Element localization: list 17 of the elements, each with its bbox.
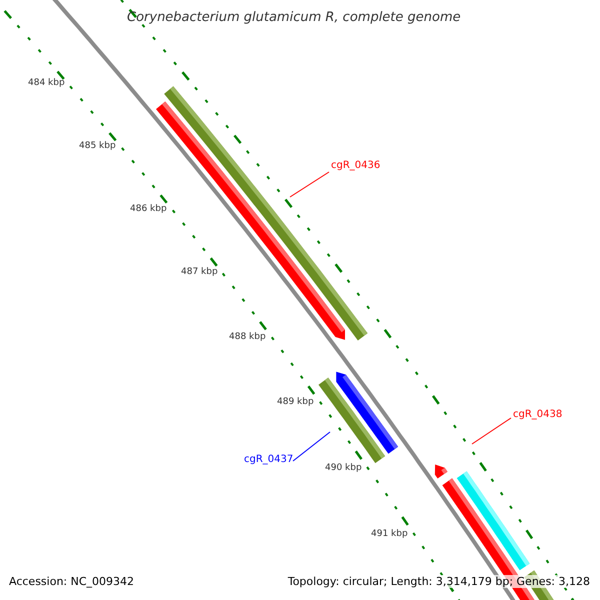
leader-line: [290, 172, 330, 198]
title: Corynebacterium glutamicum R, complete genome: [127, 10, 461, 25]
gene-label: cgR_0436: [331, 160, 380, 171]
scale-label: 488 kbp: [229, 332, 266, 342]
scale-label: 489 kbp: [277, 397, 314, 407]
gene-label: cgR_0437: [244, 454, 294, 465]
leader-line: [472, 418, 512, 444]
footer-text: Topology: circular; Length: 3,314,179 bp; Genes: 3,128: [288, 575, 590, 588]
scale-label: 490 kbp: [325, 463, 362, 473]
scale-label: 486 kbp: [130, 204, 167, 214]
footer-text: Accession: NC_009342: [9, 575, 134, 588]
gene-label: cgR_0438: [513, 409, 562, 420]
scale-label: 491 kbp: [371, 529, 408, 539]
gene-feature: [434, 464, 448, 478]
scale-label: 487 kbp: [181, 267, 218, 277]
scale-label: 484 kbp: [28, 78, 65, 88]
scale-label: 485 kbp: [79, 141, 116, 151]
